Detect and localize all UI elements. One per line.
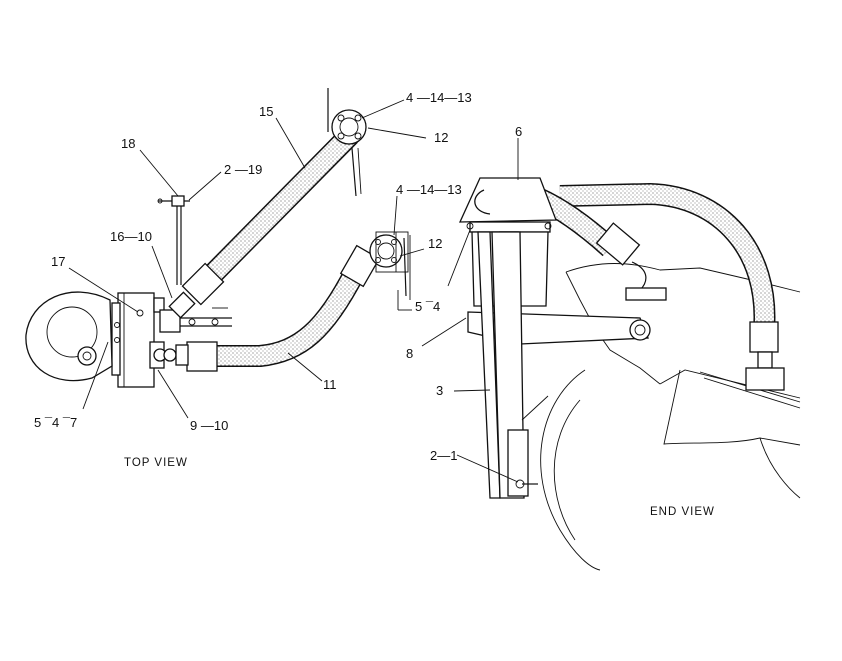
- wheel-arc-inner: [553, 399, 581, 541]
- wheel-arc-outer: [540, 369, 601, 571]
- hose-end-base: [745, 367, 785, 391]
- end-view-caption: END VIEW: [650, 506, 715, 518]
- label-9-10: 9 —10: [190, 418, 228, 433]
- frame-lower: [663, 369, 801, 446]
- label-3: 3: [436, 383, 443, 398]
- flange-top: [331, 109, 367, 197]
- end-view-drawing: [421, 138, 801, 571]
- label-4-14-13-top: 4 —14—13: [406, 90, 472, 105]
- hose-11-ferrule-upper: [339, 244, 381, 288]
- label-5-4-mid: 5 ¯4: [415, 299, 440, 314]
- hose-15: [197, 127, 358, 290]
- label-15: 15: [259, 104, 273, 119]
- label-6: 6: [515, 124, 522, 139]
- valve-block: [111, 291, 232, 388]
- frame-curve: [759, 437, 801, 499]
- top-view-drawing: [25, 88, 427, 419]
- hose-11: [212, 266, 365, 367]
- leaders-top-view: [68, 99, 427, 419]
- hose-end-fitting: [757, 351, 773, 369]
- label-2-19: 2 —19: [224, 162, 262, 177]
- hose-15-ferrule: [181, 262, 225, 306]
- frame-outline-upper: [565, 263, 801, 293]
- label-2-1: 2—1: [430, 448, 457, 463]
- label-16-10: 16—10: [110, 229, 152, 244]
- hose-end-view: [533, 182, 776, 331]
- support-3: [477, 231, 549, 499]
- hose-11-ferrule-lower: [186, 341, 218, 372]
- rod-18: [157, 195, 190, 285]
- leaders-end-view: [421, 138, 519, 483]
- label-4-14-13-mid: 4 —14—13: [396, 182, 462, 197]
- label-18: 18: [121, 136, 135, 151]
- pump-ring: [25, 291, 120, 382]
- hose-end-ferrule-left: [595, 222, 641, 266]
- flange-middle: [369, 231, 412, 311]
- label-12-top: 12: [434, 130, 448, 145]
- label-8: 8: [406, 346, 413, 361]
- hose-end-ferrule-right: [749, 321, 779, 353]
- label-12-mid: 12: [428, 236, 442, 251]
- label-5-4-7: 5 ¯4 ¯7: [34, 415, 77, 430]
- elbow-mount: [625, 287, 667, 301]
- label-11: 11: [323, 377, 337, 392]
- top-view-caption: TOP VIEW: [124, 457, 188, 469]
- labels: 15 4 —14—13 12 18 2 —19 4 —14—13 12 16—1…: [34, 90, 715, 518]
- label-17: 17: [51, 254, 65, 269]
